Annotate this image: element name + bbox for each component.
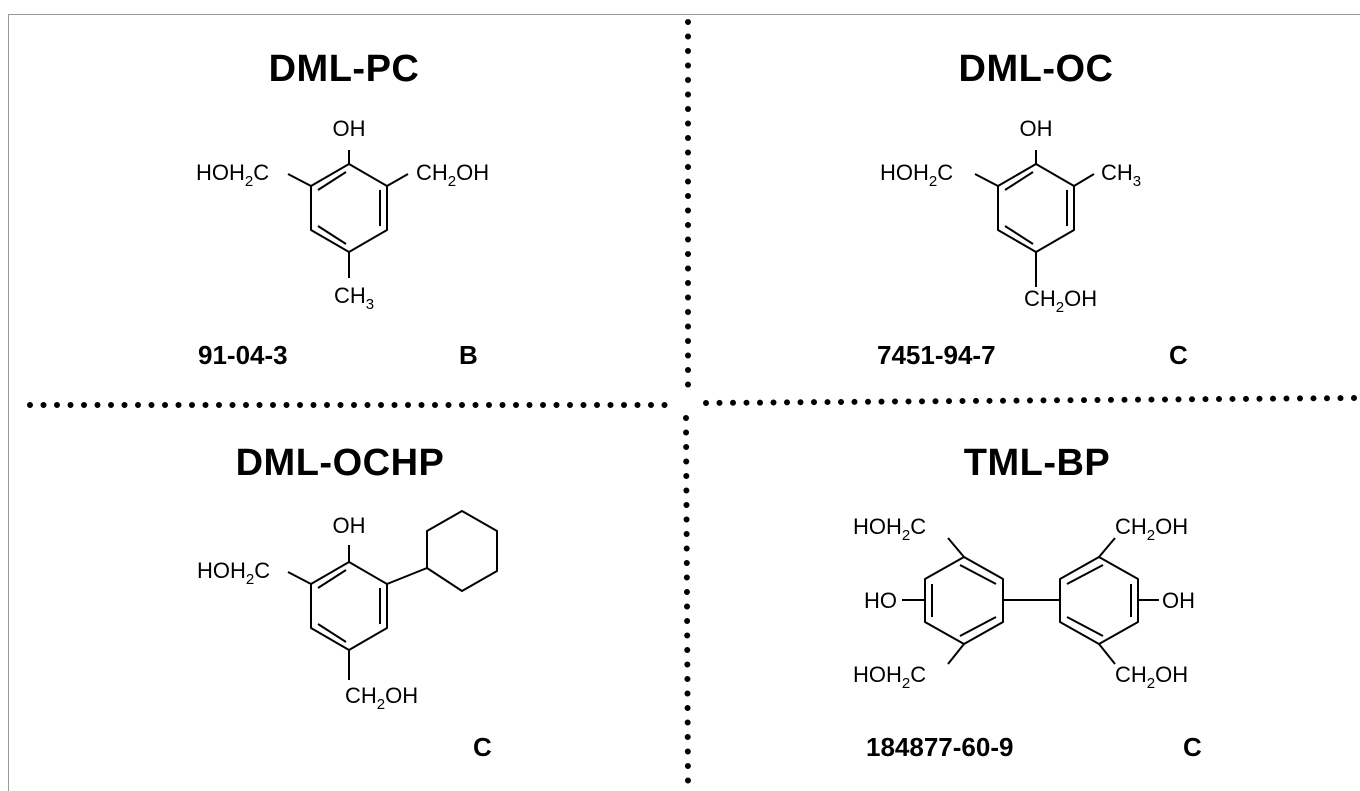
cas-number-dml-oc: 7451-94-7 [877,340,996,370]
hoh2c-label: HOH2C [853,514,926,544]
ch3-label: CH3 [1101,160,1141,190]
panel-title-dml-oc: DML-OC [958,48,1114,90]
ch2oh-label: CH2OH [416,160,489,190]
ch2oh-label: CH2OH [1115,514,1188,544]
oh-label: OH [1162,588,1195,613]
oh-label: OH [333,116,366,141]
vertical-divider-bottom [683,415,691,789]
ch3-label: CH3 [334,283,374,313]
hoh2c-label: HOH2C [853,662,926,692]
horizontal-divider-right [703,395,1357,406]
structure-tml-bp [902,537,1159,665]
oh-label: OH [1020,116,1053,141]
figure-frame [8,14,1360,791]
ch2oh-label: CH2OH [1115,662,1188,692]
panel-title-dml-pc: DML-PC [268,48,420,90]
hoh2c-label: HOH2C [196,160,269,190]
panel-title-tml-bp: TML-BP [963,442,1111,484]
hoh2c-label: HOH2C [880,160,953,190]
cas-number-dml-pc: 91-04-3 [198,340,288,370]
category-dml-pc: B [459,340,478,370]
panel-title-dml-ochp: DML-OCHP [235,442,445,484]
category-tml-bp: C [1183,732,1202,762]
ch2oh-label: CH2OH [1024,286,1097,316]
ho-label: HO [864,588,897,613]
structure-dml-oc [974,150,1095,287]
category-dml-ochp: C [473,732,492,762]
ch2oh-label: CH2OH [345,683,418,713]
cyclohexyl-ring [426,510,498,592]
structure-dml-pc [287,150,409,278]
structure-dml-ochp [287,510,498,680]
oh-label: OH [333,513,366,538]
category-dml-oc: C [1169,340,1188,370]
cas-number-tml-bp: 184877-60-9 [866,732,1014,762]
hoh2c-label: HOH2C [197,558,270,588]
